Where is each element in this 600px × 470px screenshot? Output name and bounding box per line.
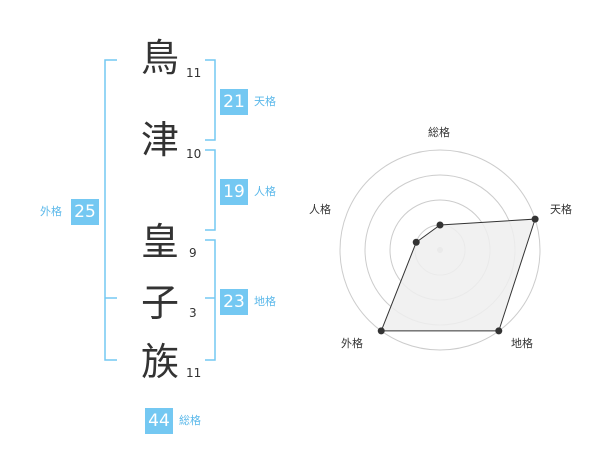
jinkaku-label: 人格 — [254, 185, 276, 198]
radar-axis-label-3: 地格 — [511, 337, 533, 350]
radar-point-4 — [377, 327, 385, 335]
name-char-5: 族 — [140, 340, 179, 384]
radar-point-1 — [436, 221, 444, 229]
name-char-2: 津 — [140, 118, 179, 162]
radar-point-3 — [495, 327, 503, 335]
stroke-count-2: 10 — [186, 147, 202, 161]
tenkaku-label: 天格 — [254, 95, 276, 108]
chikaku-value: 23 — [220, 289, 248, 315]
radar-point-5 — [412, 238, 420, 246]
chikaku-label: 地格 — [254, 295, 276, 308]
radar-ring — [339, 149, 541, 351]
radar-axis-label-2: 天格 — [550, 203, 572, 216]
name-char-4: 子 — [140, 281, 179, 325]
stroke-count-5: 11 — [186, 366, 202, 380]
tenkaku-value: 21 — [220, 89, 248, 115]
radar-polygon — [380, 218, 536, 332]
soukaku-value: 44 — [145, 408, 173, 434]
stroke-count-4: 3 — [189, 306, 197, 320]
gaikaku-value: 25 — [71, 199, 99, 225]
radar-axis-label-1: 総格 — [428, 126, 450, 139]
name-char-1: 鳥 — [140, 36, 179, 80]
jinkaku-value: 19 — [220, 179, 248, 205]
soukaku-label: 総格 — [179, 414, 201, 427]
stroke-count-1: 11 — [186, 66, 202, 80]
radar-axis-label-4: 外格 — [341, 337, 363, 350]
stroke-count-3: 9 — [189, 246, 197, 260]
gaikaku-label: 外格 — [40, 205, 62, 218]
name-char-3: 皇 — [140, 220, 179, 264]
radar-points — [377, 215, 539, 335]
radar-point-2 — [531, 215, 539, 223]
radar-axis-label-5: 人格 — [309, 203, 331, 216]
